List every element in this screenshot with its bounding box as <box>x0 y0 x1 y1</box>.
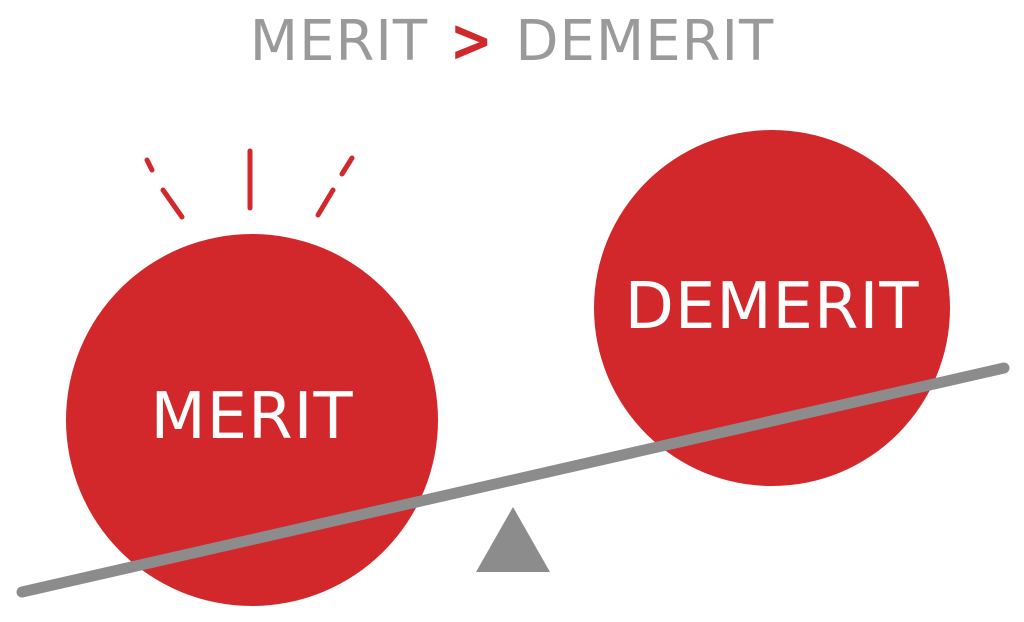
merit-ball-label: MERIT <box>150 380 354 454</box>
demerit-ball-label: DEMERIT <box>624 270 920 344</box>
burst-line-right-lower <box>315 187 336 218</box>
burst-lines-icon <box>144 148 355 220</box>
headline: MERIT > DEMERIT <box>0 6 1024 76</box>
burst-line-left <box>144 157 155 173</box>
burst-line-right <box>339 155 355 177</box>
triangle-fulcrum-icon <box>476 507 550 572</box>
headline-merit: MERIT <box>249 8 429 74</box>
greater-than-sign: > <box>449 6 494 76</box>
headline-demerit: DEMERIT <box>515 8 775 74</box>
burst-line-left-lower <box>160 187 185 220</box>
seesaw-beam <box>16 362 1010 598</box>
